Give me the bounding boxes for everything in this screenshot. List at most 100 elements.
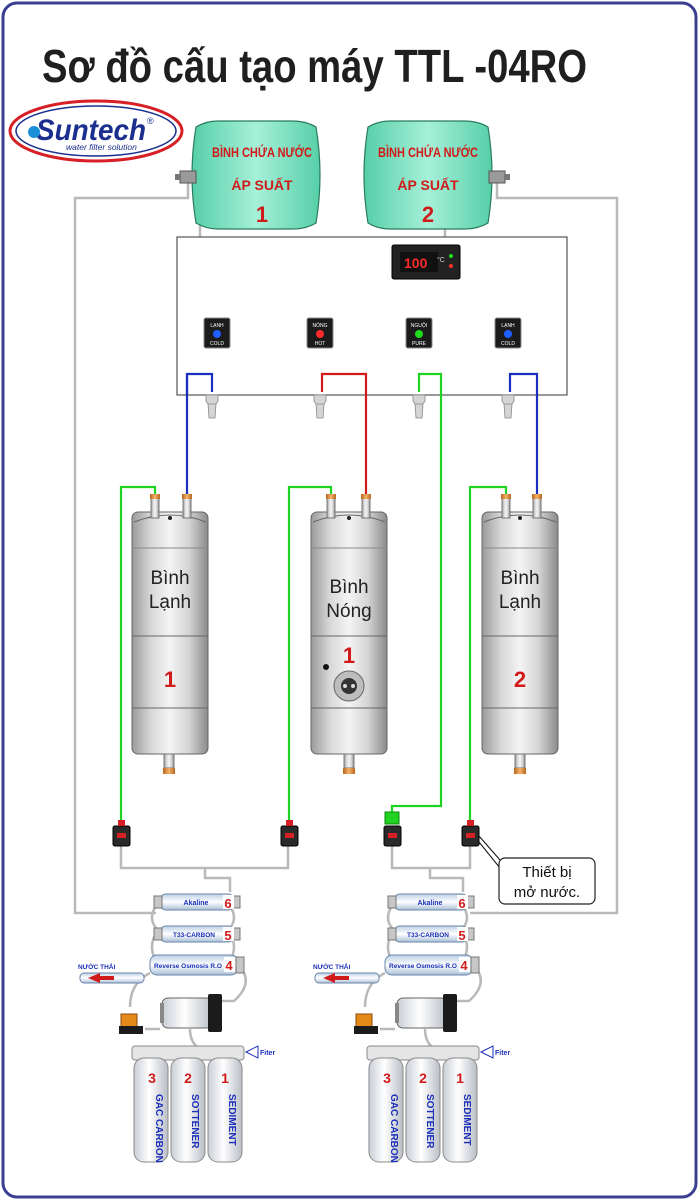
tank-cold-2-number: 2 — [514, 667, 526, 692]
booster-pump — [160, 994, 222, 1032]
carbon-filter: T33-CARBON 5 — [153, 925, 241, 943]
svg-text:1: 1 — [456, 1070, 464, 1086]
carbon-filter: T33-CARBON 5 — [387, 925, 475, 943]
svg-text:2: 2 — [419, 1070, 427, 1086]
svg-text:Fiter: Fiter — [495, 1050, 510, 1057]
solenoid-valve — [119, 1013, 143, 1034]
cartridge-gac-carbon: 3 GAC CARBON — [133, 1057, 169, 1163]
svg-text:SEDIMENT: SEDIMENT — [461, 1094, 472, 1146]
svg-text:PURE: PURE — [412, 341, 427, 347]
svg-text:NƯỚC THẢI: NƯỚC THẢI — [78, 962, 115, 971]
svg-text:Fiter: Fiter — [260, 1050, 275, 1057]
callout-line1: Thiết bị — [522, 864, 571, 881]
valve-cold-1[interactable] — [112, 820, 131, 847]
tank-cold-1-line1: Bình — [150, 568, 189, 589]
svg-text:3: 3 — [383, 1070, 391, 1086]
svg-text:6: 6 — [458, 896, 465, 911]
valve-pure[interactable] — [383, 811, 402, 847]
inlet-label: Fiter — [244, 1045, 275, 1059]
snowflake-icon — [213, 330, 221, 338]
svg-text:SEDIMENT: SEDIMENT — [226, 1094, 237, 1146]
tank-cold-1: Bình Lạnh 1 — [131, 494, 209, 774]
brand-tagline: water filter solution — [66, 142, 137, 152]
filter-unit-2: Akaline 6 T33-CARBON 5 Reverse Osmosis R… — [313, 893, 510, 1163]
tank2-label-line1: BÌNH CHỨA NƯỚC — [378, 143, 478, 160]
tank-cold-2-line1: Bình — [500, 568, 539, 589]
tank2-label-line2: ÁP SUẤT — [397, 177, 459, 193]
cartridge-sediment: 1 SEDIMENT — [207, 1057, 243, 1163]
svg-text:SOTTENER: SOTTENER — [424, 1094, 435, 1149]
svg-text:5: 5 — [224, 928, 231, 943]
tank-hot-1-line1: Bình — [329, 577, 368, 598]
svg-text:COLD: COLD — [501, 341, 515, 347]
svg-text:T33-CARBON: T33-CARBON — [173, 932, 215, 939]
ro-membrane: Reverse Osmosis R.O 4 — [384, 954, 480, 976]
button-cold-2[interactable]: LẠNH COLD — [494, 317, 522, 349]
tank-cold-2: Bình Lạnh 2 — [481, 494, 559, 774]
pressure-tank-1: BÌNH CHỨA NƯỚC ÁP SUẤT 1 — [191, 120, 321, 230]
diagram-title: Sơ đồ cấu tạo máy TTL -04RO — [42, 40, 587, 92]
svg-text:2: 2 — [184, 1070, 192, 1086]
svg-text:LẠNH: LẠNH — [501, 323, 515, 329]
display-value: 100 — [404, 255, 428, 271]
waste-outlet: NƯỚC THẢI — [78, 962, 145, 984]
svg-text:NƯỚC THẢI: NƯỚC THẢI — [313, 962, 350, 971]
tank-hot-1: Bình Nóng 1 — [310, 494, 388, 774]
snowflake-icon — [504, 330, 512, 338]
svg-text:Reverse Osmosis R.O: Reverse Osmosis R.O — [389, 963, 457, 970]
control-panel — [176, 236, 568, 396]
tank-valve-right — [488, 170, 510, 184]
tank1-label-line1: BÌNH CHỨA NƯỚC — [212, 143, 312, 160]
button-cold-1[interactable]: LẠNH COLD — [203, 317, 231, 349]
button-pure[interactable]: NGUỘI PURE — [405, 317, 433, 349]
suntech-logo: Suntech ® water filter solution — [8, 99, 184, 163]
svg-text:GAC CARBON: GAC CARBON — [388, 1094, 399, 1163]
tank-hot-1-number: 1 — [343, 643, 355, 668]
callout-line2: mở nước. — [514, 884, 580, 901]
svg-text:Reverse Osmosis R.O: Reverse Osmosis R.O — [154, 963, 222, 970]
svg-text:4: 4 — [225, 958, 233, 973]
tank-cold-1-number: 1 — [164, 667, 176, 692]
ro-membrane: Reverse Osmosis R.O 4 — [149, 954, 245, 976]
valve-hot-1[interactable] — [280, 820, 299, 847]
waste-outlet: NƯỚC THẢI — [313, 962, 380, 984]
svg-text:6: 6 — [224, 896, 231, 911]
valve-cold-2[interactable] — [461, 820, 480, 847]
svg-text:HOT: HOT — [315, 341, 326, 347]
solenoid-valve — [354, 1013, 378, 1034]
svg-text:LẠNH: LẠNH — [210, 323, 224, 329]
faucet-outlets — [205, 394, 515, 419]
button-hot[interactable]: NÓNG HOT — [306, 317, 334, 349]
svg-text:GAC CARBON: GAC CARBON — [153, 1094, 164, 1163]
svg-text:1: 1 — [221, 1070, 229, 1086]
cartridge-gac-carbon: 3 GAC CARBON — [368, 1057, 404, 1163]
tank-cold-1-line2: Lạnh — [149, 592, 191, 613]
brand-name: Suntech — [36, 114, 146, 147]
svg-text:NGUỘI: NGUỘI — [411, 322, 427, 329]
tank-valve-left — [175, 170, 197, 184]
display-unit: °C — [437, 256, 445, 264]
filter-unit-1: Akaline 6 T33-CARBON 5 Reverse Osmosis R… — [78, 893, 275, 1163]
svg-text:NÓNG: NÓNG — [313, 322, 328, 329]
svg-text:5: 5 — [458, 928, 465, 943]
brand-reg: ® — [147, 116, 154, 126]
temperature-display: 100 °C — [391, 244, 461, 280]
tank-cold-2-line2: Lạnh — [499, 592, 541, 613]
svg-text:Akaline: Akaline — [184, 900, 209, 907]
cartridge-sottener: 2 SOTTENER — [405, 1057, 441, 1163]
svg-text:Akaline: Akaline — [418, 900, 443, 907]
tank2-number: 2 — [422, 202, 434, 227]
svg-text:4: 4 — [460, 958, 468, 973]
svg-text:COLD: COLD — [210, 341, 224, 347]
svg-text:SOTTENER: SOTTENER — [189, 1094, 200, 1149]
pure-icon — [415, 330, 423, 338]
akaline-filter: Akaline 6 — [153, 893, 241, 911]
tank-hot-1-line2: Nóng — [326, 601, 371, 622]
inlet-label: Fiter — [479, 1045, 510, 1059]
pressure-tank-2: BÌNH CHỨA NƯỚC ÁP SUẤT 2 — [363, 120, 493, 230]
tank1-label-line2: ÁP SUẤT — [231, 177, 293, 193]
valve-callout: Thiết bị mở nước. — [478, 835, 596, 905]
akaline-filter: Akaline 6 — [387, 893, 475, 911]
cartridge-sottener: 2 SOTTENER — [170, 1057, 206, 1163]
